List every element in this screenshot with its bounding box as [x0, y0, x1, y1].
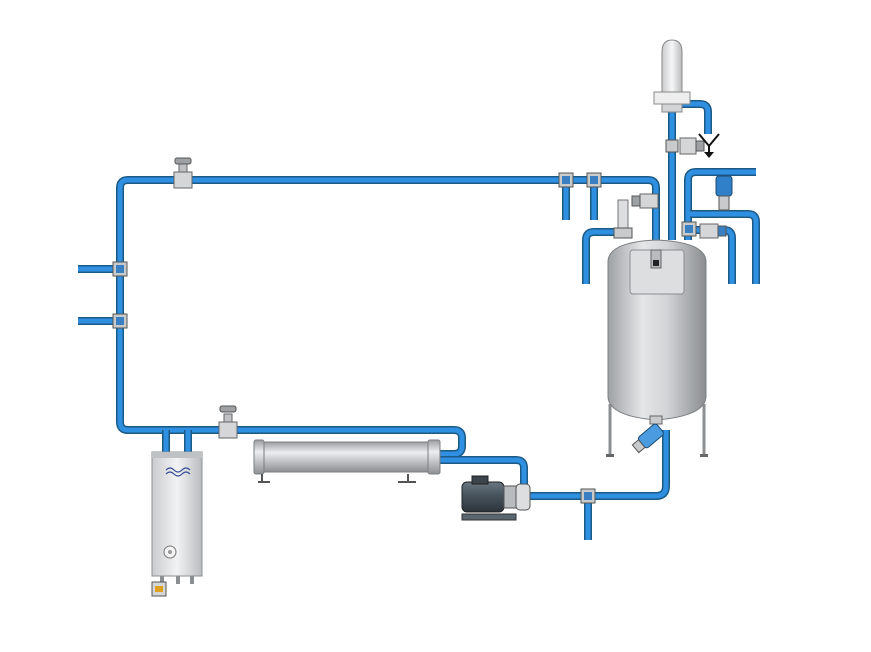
main-loop-pipe	[116, 176, 660, 458]
air-filter-icon	[653, 39, 691, 113]
sensor-icon[interactable]	[715, 175, 733, 211]
sensor-icon[interactable]	[613, 199, 633, 239]
valve-icon[interactable]	[631, 423, 665, 454]
valve-icon[interactable]	[218, 405, 238, 439]
valve-icon[interactable]	[151, 581, 167, 597]
valve-icon[interactable]	[699, 223, 727, 239]
valve-icon[interactable]	[173, 157, 193, 189]
tubular-heat-exchanger-icon[interactable]	[253, 439, 441, 483]
pump-icon[interactable]	[461, 475, 531, 521]
drain-arrow-icon	[698, 133, 720, 158]
plate-heat-exchanger-icon[interactable]	[151, 451, 203, 584]
process-tank-icon[interactable]	[606, 239, 708, 457]
valve-icon[interactable]	[665, 137, 705, 155]
valve-icon[interactable]	[631, 193, 659, 209]
pipe-fittings	[112, 172, 697, 504]
